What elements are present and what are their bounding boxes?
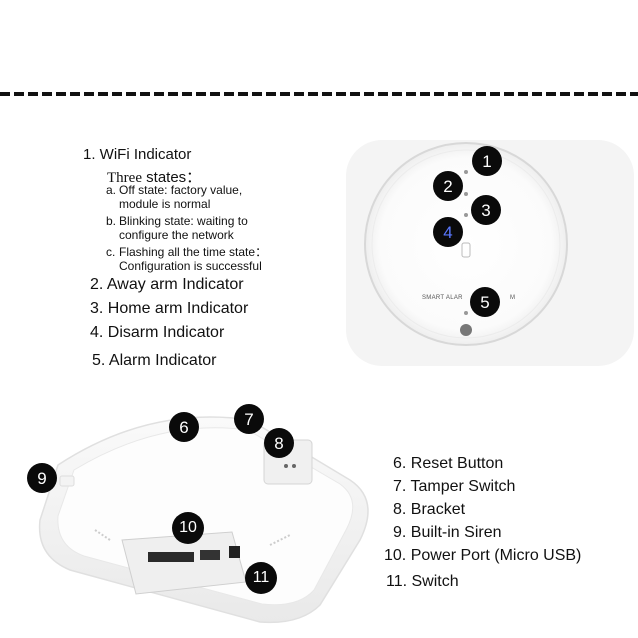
badge-2: 2	[433, 171, 463, 201]
badge-8: 8	[264, 428, 294, 458]
part-switch: 11. Switch	[386, 573, 459, 590]
part-bracket: 8. Bracket	[393, 501, 466, 518]
part-tamper-switch: 7. Tamper Switch	[393, 478, 516, 495]
indicator-alarm: 5. Alarm Indicator	[92, 352, 217, 369]
front-brand-text-head: SMART ALAR	[422, 295, 463, 301]
badge-5: 5	[470, 287, 500, 317]
badge-10: 10	[172, 512, 204, 544]
wifi-state-c-line2: Configuration is successful	[119, 259, 262, 273]
indicator-led-slot	[461, 242, 471, 258]
badge-7: 7	[234, 404, 264, 434]
wifi-state-a-letter: a.	[106, 183, 117, 197]
indicator-disarm: 4. Disarm Indicator	[90, 324, 225, 341]
led-dot-1	[464, 170, 468, 174]
front-brand-text-tail: M	[510, 295, 516, 301]
front-face-inner-ring	[371, 149, 561, 339]
wifi-states-three: Three	[107, 170, 142, 186]
part-built-in-siren: 9. Built-in Siren	[393, 524, 502, 541]
part-power-port: 10. Power Port (Micro USB)	[384, 547, 582, 564]
badge-3: 3	[471, 195, 501, 225]
badge-6: 6	[169, 412, 199, 442]
wifi-state-a-line2: module is normal	[119, 197, 211, 211]
wifi-state-c-line1: Flashing all the time state：	[119, 245, 268, 259]
switch-shape	[229, 546, 240, 558]
wifi-indicator-title: 1. WiFi Indicator	[83, 146, 192, 163]
front-button-dot	[460, 324, 472, 336]
bracket-screw-b	[292, 464, 296, 468]
part-reset-button: 6. Reset Button	[393, 455, 504, 472]
port-slot	[148, 552, 194, 562]
badge-9: 9	[27, 463, 57, 493]
front-brand-text: SMART ALAR M	[422, 295, 515, 301]
wifi-states-label: states：	[141, 169, 202, 186]
led-dot-5	[464, 311, 468, 315]
power-port	[200, 550, 220, 560]
bracket-screw-a	[284, 464, 288, 468]
badge-11: 11	[245, 562, 277, 594]
wifi-states-heading: Three states：	[107, 166, 201, 187]
badge-1: 1	[472, 146, 502, 176]
led-dot-2	[464, 192, 468, 196]
wifi-state-a: a. Off state: factory value, module is n…	[106, 183, 242, 211]
wifi-state-b-letter: b.	[106, 214, 117, 228]
wifi-state-c-letter: c.	[106, 245, 116, 259]
wifi-state-b: b. Blinking state: waiting to configure …	[106, 214, 248, 242]
badge-4: 4	[433, 217, 463, 247]
wifi-state-b-line2: configure the network	[119, 228, 234, 242]
wifi-state-a-line1: Off state: factory value,	[119, 183, 243, 197]
wifi-state-b-line1: Blinking state: waiting to	[119, 214, 248, 228]
wifi-state-c: c. Flashing all the time state： Configur…	[106, 245, 267, 273]
dashed-divider	[0, 92, 638, 96]
indicator-away-arm: 2. Away arm Indicator	[90, 276, 244, 293]
siren-vent	[59, 475, 75, 487]
grille-left	[94, 529, 111, 541]
front-face-ring	[364, 142, 568, 346]
indicator-home-arm: 3. Home arm Indicator	[90, 300, 249, 317]
led-dot-3	[464, 213, 468, 217]
